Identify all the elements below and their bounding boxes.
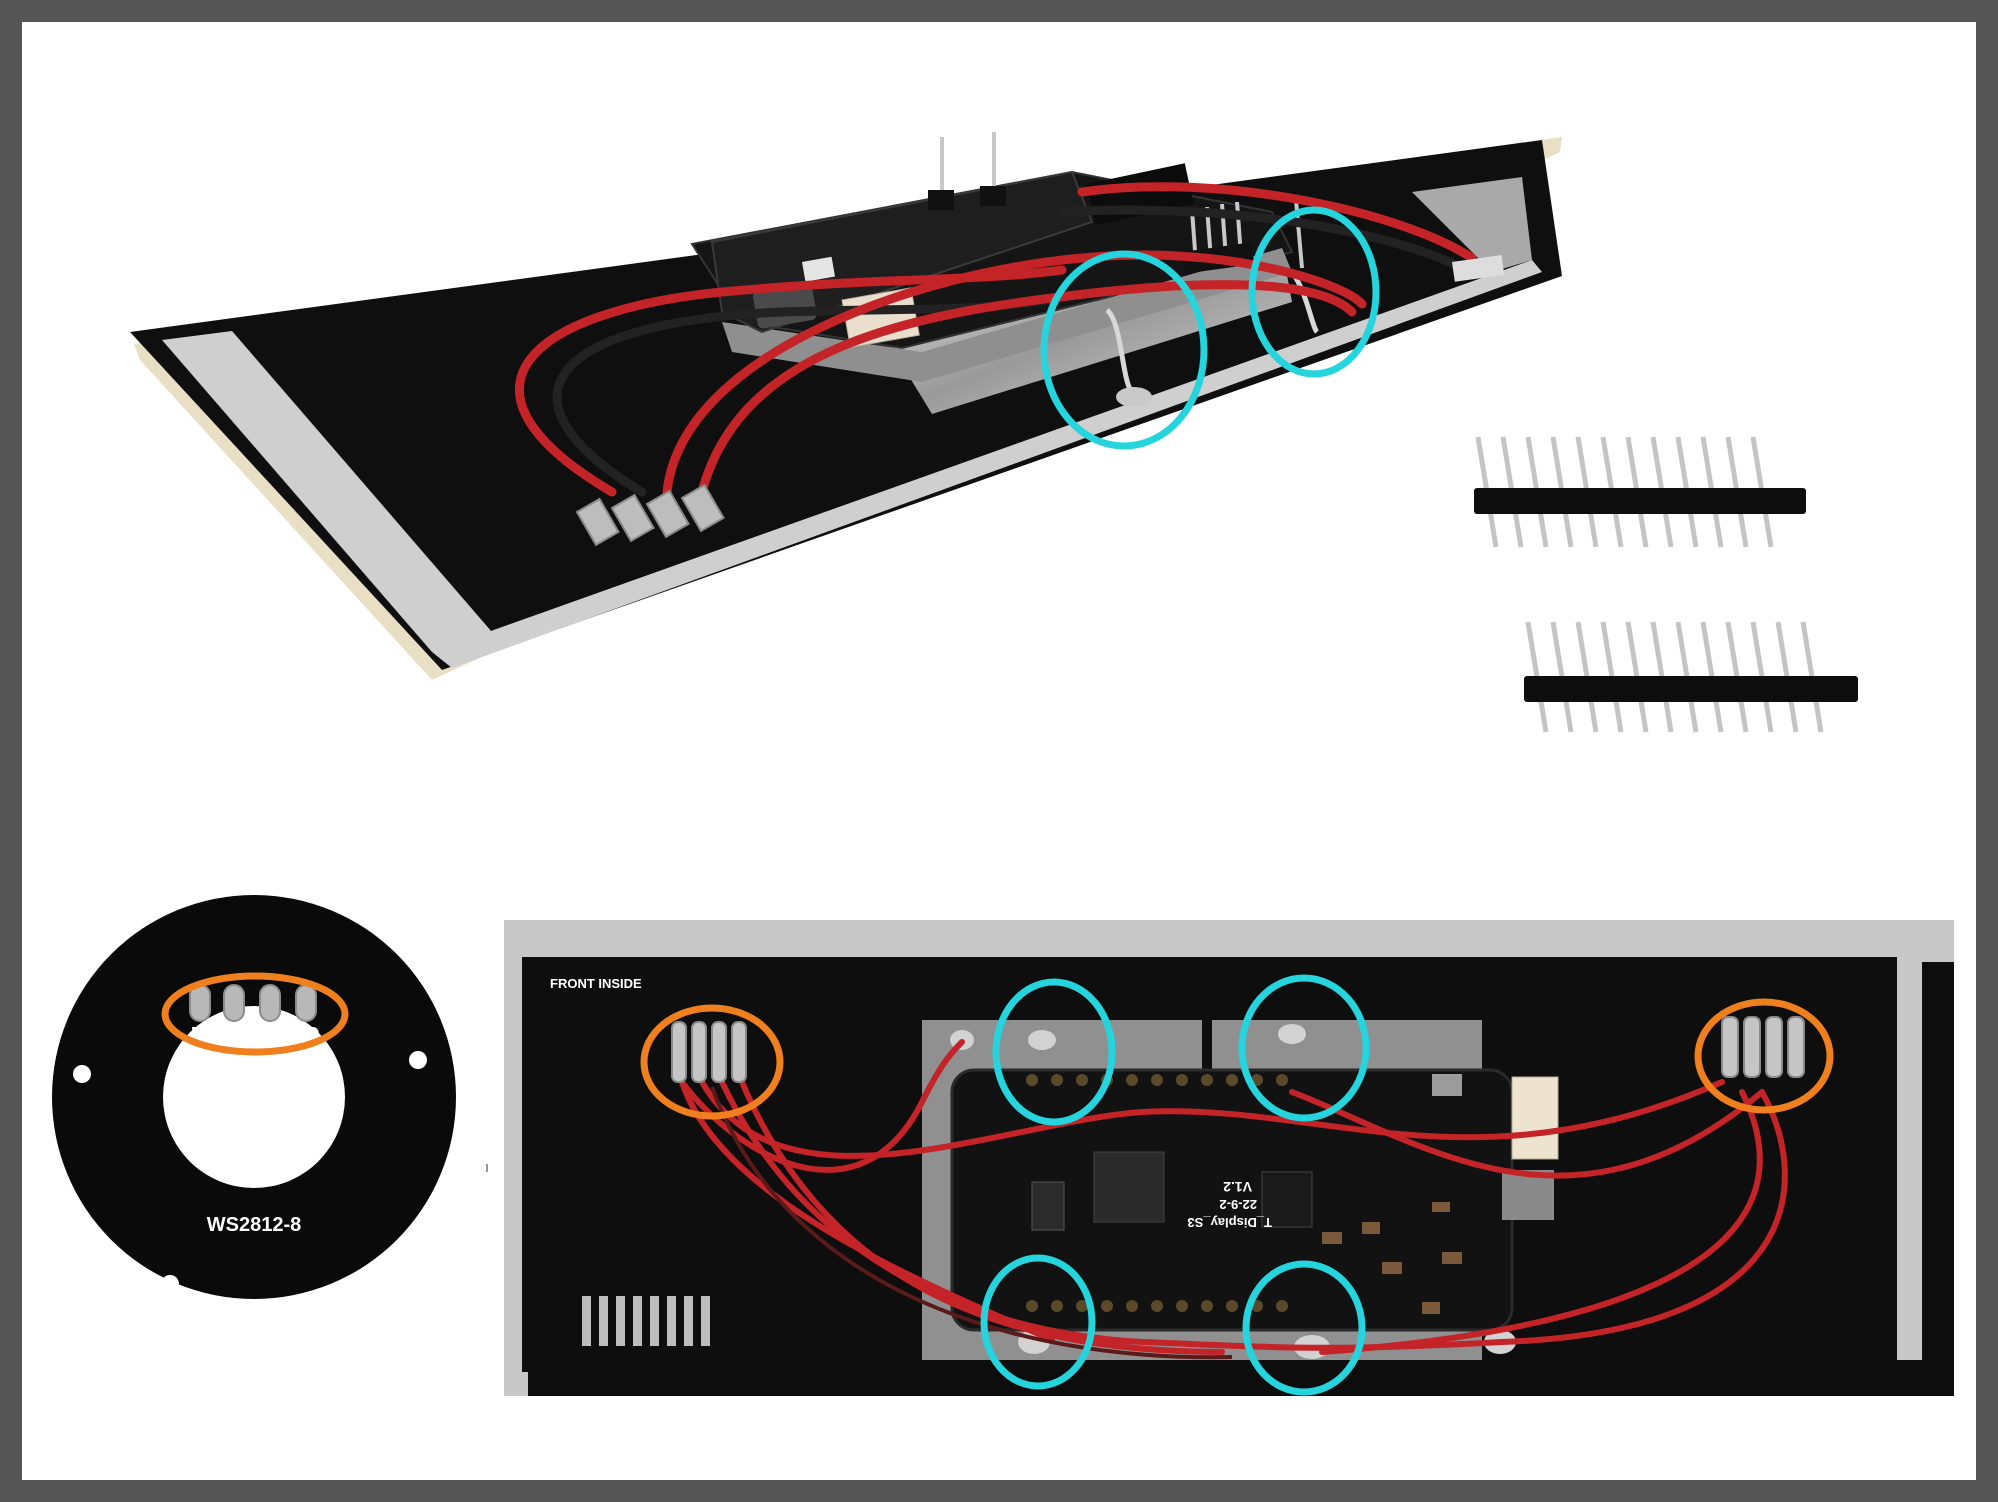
photo-canvas: DI 5V GND DO WS2812-8 FRONT INSIDE xyxy=(52,132,1954,1396)
red-wires-back xyxy=(679,1039,1788,1355)
pin-block-2 xyxy=(980,186,1006,206)
board-version-label: V1.2 xyxy=(1223,1179,1252,1195)
esp32-chip xyxy=(1093,1151,1165,1223)
pad-label-do: DO xyxy=(293,1024,320,1044)
ring-solder-pads xyxy=(189,984,317,1022)
left-wire-pads xyxy=(671,1021,747,1083)
pad-label-5v: 5V xyxy=(223,1024,245,1044)
edge-pads xyxy=(582,1296,710,1346)
module-shell xyxy=(722,248,1292,382)
loose-pin-header-2 xyxy=(1524,621,1858,733)
loose-pin-header-1 xyxy=(1474,436,1806,548)
solder-point-highlight-1 xyxy=(1040,250,1208,450)
board-name-label: T_Display_S3 xyxy=(1187,1215,1272,1230)
dark-wire-back xyxy=(710,1086,1233,1360)
ws2812-ring: DI 5V GND DO WS2812-8 xyxy=(52,895,456,1299)
led-pad-highlight-left xyxy=(640,1004,784,1120)
silver-border-top xyxy=(504,920,1954,962)
solder-point-highlight-4 xyxy=(1238,974,1370,1122)
board-date-label: 22-9-2 xyxy=(1219,1197,1257,1212)
led-pad-highlight-right xyxy=(1694,998,1834,1114)
solder-point-highlight-2 xyxy=(1248,206,1380,378)
front-inside-label: FRONT INSIDE xyxy=(550,976,642,991)
smd-components xyxy=(1322,1202,1462,1314)
usb-port-back xyxy=(1502,1170,1554,1220)
panel-silver-strip-left xyxy=(162,331,498,652)
pin-block-1 xyxy=(928,190,954,210)
assembled-panel-photo xyxy=(130,132,1562,680)
right-wire-pads xyxy=(1721,1016,1805,1078)
flash-chip xyxy=(1261,1171,1313,1228)
solder-point-highlight-6 xyxy=(1242,1260,1366,1396)
image-frame: DI 5V GND DO WS2812-8 FRONT INSIDE xyxy=(22,22,1976,1480)
solder-joint-left xyxy=(1116,387,1152,407)
solder-point-highlight-5 xyxy=(980,1254,1096,1390)
inductor xyxy=(1031,1181,1065,1231)
plate-slot xyxy=(1202,1020,1212,1100)
panel-silver-strip-right xyxy=(1412,177,1532,272)
button xyxy=(1432,1074,1462,1096)
pad-label-gnd: GND xyxy=(250,1024,290,1044)
led-connector xyxy=(1452,255,1505,282)
panel-back-photo: FRONT INSIDE xyxy=(504,920,1954,1396)
header-holes-bottom xyxy=(1026,1300,1288,1312)
small-connector xyxy=(801,256,836,282)
solder-point-highlight-3 xyxy=(992,978,1116,1126)
ring-pad-highlight xyxy=(161,972,349,1056)
jst-connector-back xyxy=(1511,1076,1559,1160)
ring-model-label: WS2812-8 xyxy=(207,1214,302,1236)
wire-solder-pads xyxy=(575,483,725,547)
panel-silver-strip-bottom xyxy=(432,260,1542,668)
